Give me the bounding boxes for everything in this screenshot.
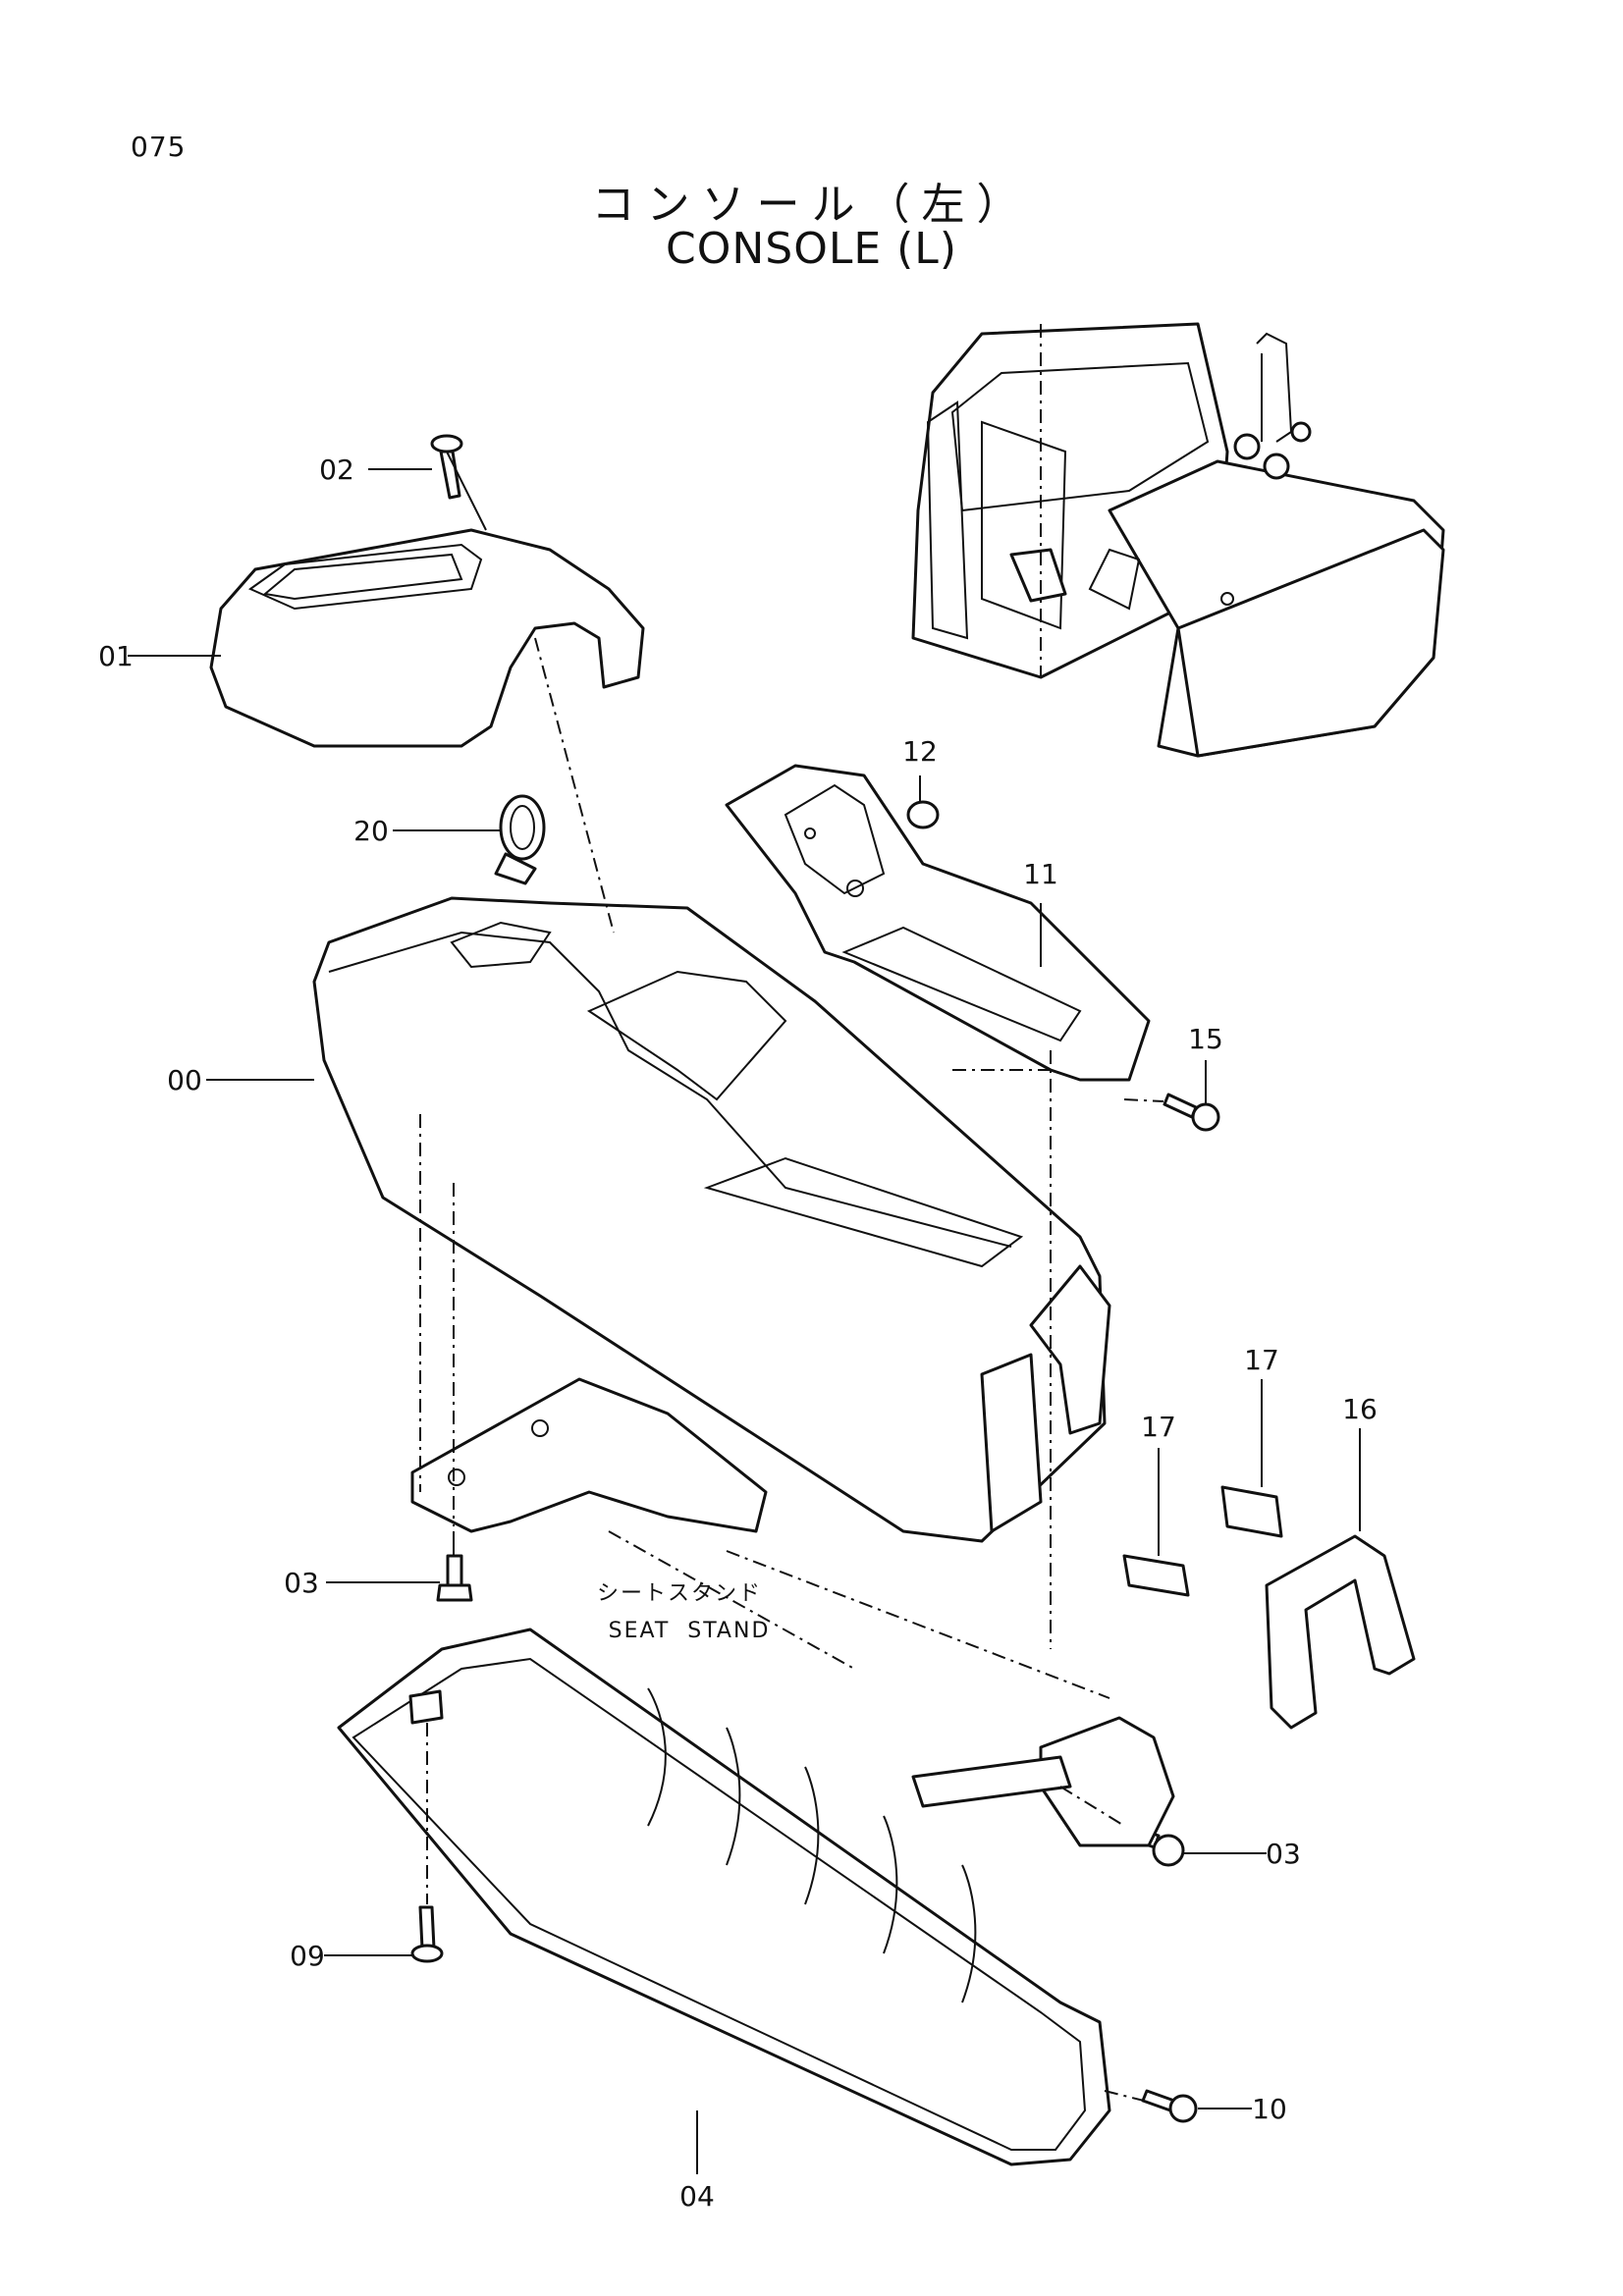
callout-16: 16 xyxy=(1342,1393,1378,1425)
callout-00: 00 xyxy=(167,1064,202,1096)
part-09-screw xyxy=(410,1905,444,1963)
part-10-bolt xyxy=(1141,2089,1198,2123)
callout-01: 01 xyxy=(98,640,134,672)
callout-10: 10 xyxy=(1252,2093,1287,2125)
title-japanese: コンソール（左） xyxy=(591,180,1032,230)
title-english: CONSOLE (L) xyxy=(666,224,957,274)
part-15-bolt xyxy=(1163,1093,1220,1132)
part-20-clamp-band xyxy=(494,794,546,885)
part-00-console-body xyxy=(312,896,1111,1543)
assembly-lines xyxy=(419,637,1164,2102)
part-02-screw xyxy=(430,434,487,531)
part-11-armrest xyxy=(725,764,1151,1082)
callout-02: 02 xyxy=(319,454,354,486)
callout-15: 15 xyxy=(1188,1023,1223,1055)
callout-03-upper: 03 xyxy=(284,1567,319,1599)
part-03-bolt-upper xyxy=(436,1531,473,1602)
leader-lines xyxy=(128,468,1361,2174)
part-04-tray xyxy=(337,1628,1111,2166)
part-17-pad-b xyxy=(1220,1485,1283,1538)
callout-11: 11 xyxy=(1023,858,1058,890)
excavator-overview-illustration xyxy=(911,322,1445,758)
part-01-cover xyxy=(209,528,645,748)
callout-04: 04 xyxy=(679,2180,715,2213)
part-16-cushion xyxy=(1265,1534,1416,1730)
callout-12: 12 xyxy=(902,735,938,768)
seat-stand-fitting xyxy=(911,1716,1175,1847)
callout-03-lower: 03 xyxy=(1266,1838,1301,1870)
seat-stand-label-ja: シートスタンド xyxy=(597,1581,762,1606)
page-number: 075 xyxy=(131,131,187,163)
callout-17-right: 17 xyxy=(1244,1344,1279,1376)
seat-stand-label-en: SEAT STAND xyxy=(609,1619,771,1643)
callout-20: 20 xyxy=(353,815,389,847)
seat-stand-bracket xyxy=(410,1377,768,1533)
callout-17-left: 17 xyxy=(1141,1411,1176,1443)
callout-09: 09 xyxy=(290,1940,325,1972)
part-12-cap xyxy=(906,800,940,829)
part-17-pad-a xyxy=(1122,1554,1190,1597)
